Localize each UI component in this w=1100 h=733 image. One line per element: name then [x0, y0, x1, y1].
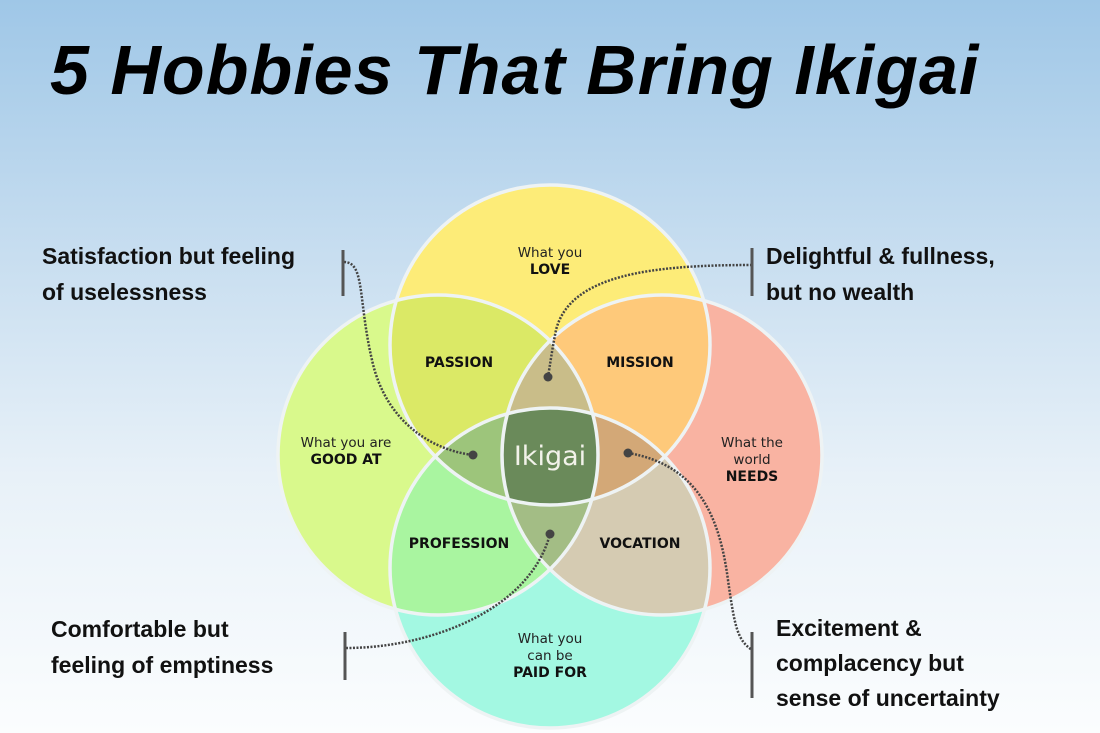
- dot-icon: [545, 529, 555, 539]
- callout-line: Excitement &: [776, 615, 922, 641]
- callout-bottom-right: Excitement & complacency but sense of un…: [776, 611, 1000, 716]
- callout-top-right: Delightful & fullness, but no wealth: [766, 238, 995, 310]
- dot-icon: [543, 372, 553, 382]
- connector-bottom-left: [345, 533, 552, 650]
- ikigai-label: Ikigai: [514, 441, 586, 472]
- callout-line: but no wealth: [766, 279, 915, 305]
- passion-label: PASSION: [425, 355, 493, 371]
- page-title: 5 Hobbies That Bring Ikigai: [50, 31, 980, 109]
- callout-line: sense of uncertainty: [776, 685, 1000, 711]
- needs-label-line1: What the: [721, 435, 783, 451]
- callout-line: Satisfaction but feeling: [42, 243, 296, 269]
- mission-label: MISSION: [606, 355, 674, 371]
- callout-bottom-left: Comfortable but feeling of emptiness: [51, 611, 273, 683]
- vocation-label: VOCATION: [600, 536, 681, 552]
- love-label-line2: LOVE: [530, 262, 570, 278]
- profession-label: PROFESSION: [409, 536, 509, 552]
- callout-top-left: Satisfaction but feeling of uselessness: [42, 238, 295, 310]
- love-label-line1: What you: [518, 245, 583, 261]
- paid-for-label-line2: can be: [527, 648, 572, 664]
- connector-top-right: [546, 263, 753, 378]
- dot-icon: [468, 450, 478, 460]
- paid-for-label-line3: PAID FOR: [513, 665, 587, 681]
- connector-bottom-right: [627, 451, 753, 652]
- connector-top-left: [343, 260, 474, 457]
- needs-label-line2: world: [733, 452, 770, 468]
- good-at-label-line1: What you are: [301, 435, 392, 451]
- callout-line: complacency but: [776, 650, 964, 676]
- callout-line: feeling of emptiness: [51, 652, 274, 678]
- dot-icon: [623, 448, 633, 458]
- callout-line: Delightful & fullness,: [766, 243, 995, 269]
- callout-line: Comfortable but: [51, 616, 229, 642]
- paid-for-label-line1: What you: [518, 631, 583, 647]
- callout-line: of uselessness: [42, 279, 207, 305]
- good-at-label-line2: GOOD AT: [310, 452, 382, 468]
- needs-label-line3: NEEDS: [726, 469, 779, 485]
